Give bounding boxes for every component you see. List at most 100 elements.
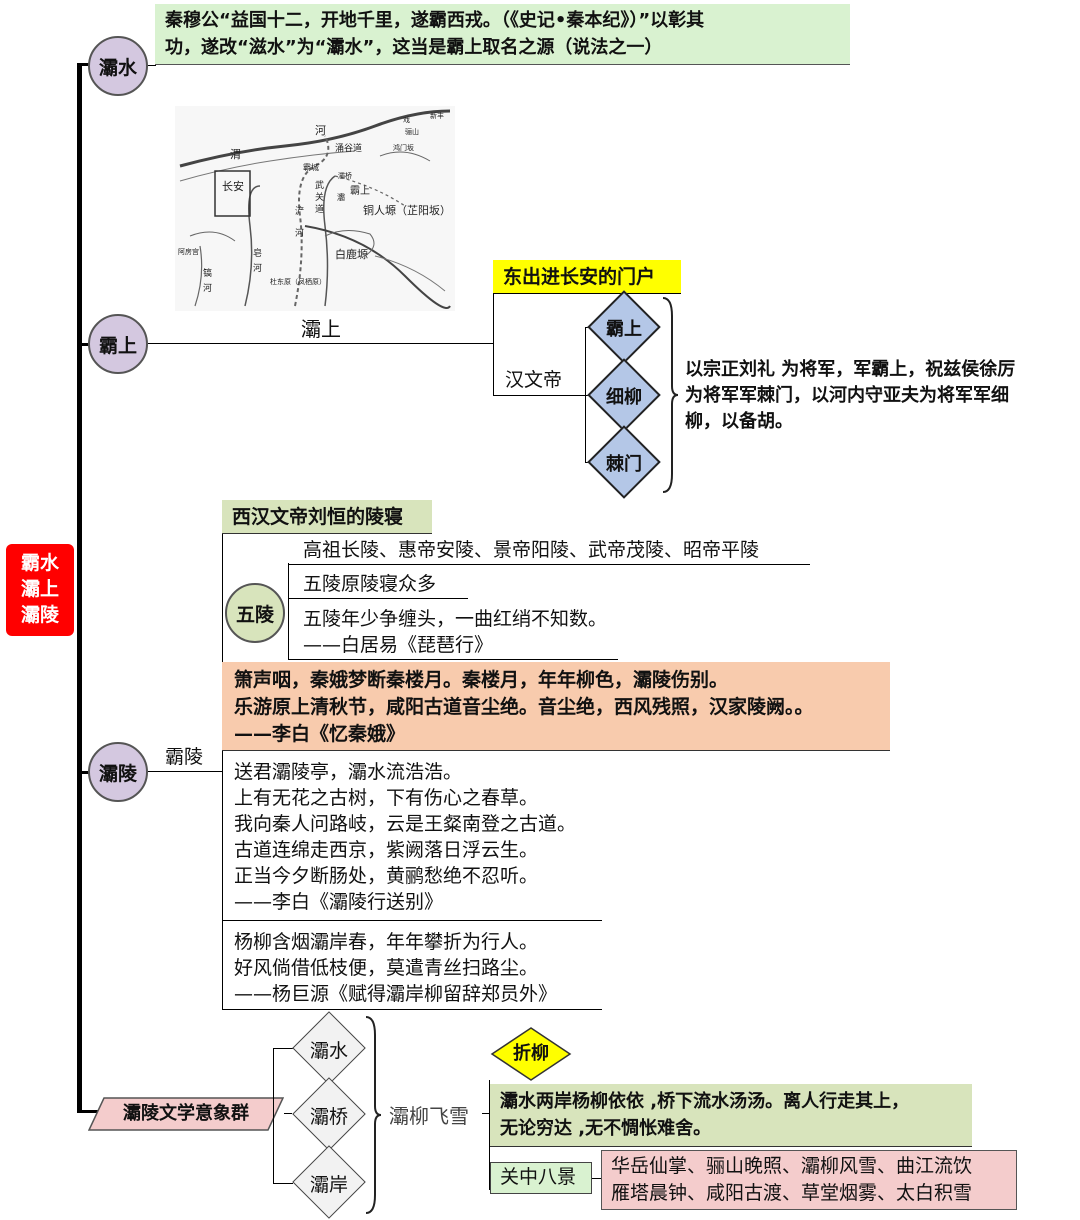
baling-header-box [222, 500, 432, 534]
tombs-underline [288, 564, 810, 565]
literary-item-baan[interactable]: 灞岸 [309, 1174, 348, 1196]
poem3-line-2: 上有无花之古树，下有伤心之春草。 [234, 787, 539, 809]
zheliu-note-line-2: 无论穷达 ,无不惆怅难舍。 [500, 1118, 712, 1139]
poem2-line-2: 乐游原上清秋节，咸阳古道音尘绝。音尘绝，西风残照，汉家陵阙。。 [234, 696, 814, 718]
camp-brace [662, 297, 679, 493]
bashang-edge [148, 343, 494, 344]
poem4-block: 杨柳含烟灞岸春，年年攀折为行人。 好风倘借低枝便，莫遣青丝扫路尘。 ——杨巨源《… [234, 929, 557, 1007]
map-label-wei: 渭 [230, 148, 241, 161]
poem4-underline [222, 1009, 602, 1010]
bashang-header: 东出进长安的门户 [503, 266, 656, 288]
poem3-line-3: 我向秦人问路岐，云是王粲南登之古道。 [234, 813, 577, 835]
wuling-bracket [288, 563, 289, 660]
guanzhong-connector [592, 1178, 602, 1179]
poem1-line-2: ——白居易《琵琶行》 [303, 634, 494, 656]
baling-edge-label: 霸陵 [165, 746, 204, 768]
map-label-wu: 武 [315, 179, 324, 191]
bashang-bracket-vertical [493, 293, 494, 395]
bashui-note-line-2: 功，遂改“滋水”为“灞水”，这当是霸上取名之源（说法之一） [165, 37, 663, 58]
main-trunk [77, 63, 82, 1113]
poem1-underline [288, 659, 618, 660]
scenes-line-1: 华岳仙掌、骊山晚照、灞柳风雪、曲江流饮 [611, 1155, 973, 1177]
camp-label-jimen[interactable]: 棘门 [606, 454, 642, 475]
literary-item-bashui[interactable]: 灞水 [309, 1040, 348, 1062]
literary-brace [365, 1016, 382, 1214]
trunk-branch-bashui [77, 63, 89, 66]
poem2-box [222, 662, 890, 751]
map-label-he-4: 河 [203, 282, 212, 294]
trunk-branch-bashang [77, 343, 89, 346]
poem3-line-4: 古道连绵走西京，紫阙落日浮云生。 [234, 839, 539, 861]
poem2-line-3: ——李白《忆秦娥》 [234, 723, 406, 745]
bashui-connector [148, 65, 156, 66]
node-bashui[interactable]: 灞水 [88, 36, 148, 96]
poem2-line-1: 箫声咽，秦娥梦断秦楼月。秦楼月，年年柳色，灞陵伤别。 [234, 669, 729, 691]
poem3-line-1: 送君灞陵亭，灞水流浩浩。 [234, 761, 463, 783]
trunk-branch-literary [77, 1110, 99, 1113]
map-label-ba: 灞 [337, 193, 345, 202]
bashang-edge-label: 灞上 [301, 317, 341, 341]
root-node: 霸水 灞上 灞陵 [6, 544, 74, 636]
guanzhong-label: 关中八景 [500, 1166, 577, 1188]
historical-map: 河 渭 长安 涌谷道 霸城 武 关 道 霸上 铜人塬（芷阳坂） 浐 河 灞 白鹿… [175, 106, 455, 311]
node-literary[interactable]: 灞陵文学意象群 [88, 1097, 284, 1131]
map-label-tongrenyuan: 铜人塬（芷阳坂） [363, 203, 451, 217]
guanzhong-box[interactable] [490, 1162, 592, 1194]
bashang-note: 以宗正刘礼 为将军，军霸上，祝兹侯徐厉 为将军军棘门，以河内守亚夫为将军军细 柳… [685, 357, 1015, 435]
bashang-sub-label: 汉文帝 [505, 369, 563, 391]
bashui-note-line-1: 秦穆公“益国十二，开地千里，遂霸西戎。（《史记•秦本纪》）”以彰其 [165, 10, 705, 31]
bashang-note-line-2: 为将军军棘门，以河内守亚夫为将军军细 [685, 385, 1009, 406]
poem1-line-1: 五陵年少争缠头，一曲红绡不知数。 [303, 608, 608, 630]
poem3-line-6: ——李白《灞陵行送别》 [234, 891, 444, 913]
trunk-branch-baling [77, 771, 89, 774]
map-label-guan: 关 [315, 191, 324, 203]
map-label-he-2: 河 [295, 227, 304, 239]
zheliu-stem [482, 1113, 490, 1114]
tombs-list: 高祖长陵、惠帝安陵、景帝阳陵、武帝茂陵、昭帝平陵 [303, 539, 760, 561]
camp-label-xiliu[interactable]: 细柳 [606, 387, 642, 408]
bashang-note-line-3: 柳，以备胡。 [685, 411, 793, 432]
bashang-bracket-bottom [493, 395, 585, 396]
zheliu-vertical [489, 1080, 490, 1190]
map-label-he-1: 河 [315, 124, 326, 137]
zheliu-note-box [490, 1084, 972, 1147]
poem3-line-5: 正当今夕断肠处，黄鹂愁绝不忍听。 [234, 865, 539, 887]
map-label-xi: 戏 [403, 115, 410, 124]
bashang-bracket-top [493, 293, 681, 294]
literary-label-baliu: 灞柳飞雪 [389, 1104, 469, 1128]
map-label-hongmenban: 鸿门坂 [393, 143, 414, 152]
zheliu-node[interactable]: 折柳 [490, 1026, 572, 1082]
literary-connector-3 [273, 1183, 293, 1184]
poem3-block: 送君灞陵亭，灞水流浩浩。 上有无花之古树，下有伤心之春草。 我向秦人问路岐，云是… [234, 759, 576, 915]
node-bashang[interactable]: 霸上 [88, 314, 148, 374]
zheliu-label: 折柳 [513, 1043, 549, 1064]
root-line-1: 霸水 [20, 552, 59, 574]
node-baling[interactable]: 灞陵 [88, 742, 148, 802]
literary-connector-1 [273, 1048, 293, 1049]
camp-label-bashang[interactable]: 霸上 [606, 319, 642, 340]
root-line-3: 灞陵 [20, 604, 59, 626]
baling-header: 西汉文帝刘恒的陵寝 [232, 506, 404, 528]
literary-stem [284, 1113, 292, 1114]
map-label-chan: 浐 [295, 205, 304, 217]
map-label-bacheng: 霸城 [303, 163, 319, 172]
map-label-bailuyuan: 白鹿塬 [335, 247, 368, 261]
poem4-line-3: ——杨巨源《赋得灞岸柳留辞郑员外》 [234, 983, 558, 1005]
wuling-line-underline [288, 598, 468, 599]
map-label-yonggudao: 涌谷道 [335, 142, 362, 154]
literary-item-baqiao[interactable]: 灞桥 [309, 1106, 348, 1128]
map-label-lishan: 骊山 [405, 127, 419, 136]
map-label-gao: 镐 [203, 267, 212, 279]
map-label-zao: 皂 [253, 247, 262, 259]
map-label-bashang: 霸上 [350, 185, 370, 197]
map-label-he-3: 河 [253, 262, 262, 274]
literary-vertical [273, 1048, 274, 1183]
node-wuling[interactable]: 五陵 [225, 583, 285, 643]
scenes-line-2: 雁塔晨钟、咸阳古渡、草堂烟雾、太白积雪 [611, 1182, 973, 1204]
poem4-line-2: 好风倘借低枝便，莫遣青丝扫路尘。 [234, 957, 539, 979]
map-label-dao: 道 [315, 203, 324, 215]
map-label-baqiao: 灞桥 [338, 171, 352, 180]
baling-vertical [222, 533, 223, 1010]
baling-edge [148, 771, 223, 772]
map-label-afanggong: 阿房宫 [178, 247, 199, 256]
